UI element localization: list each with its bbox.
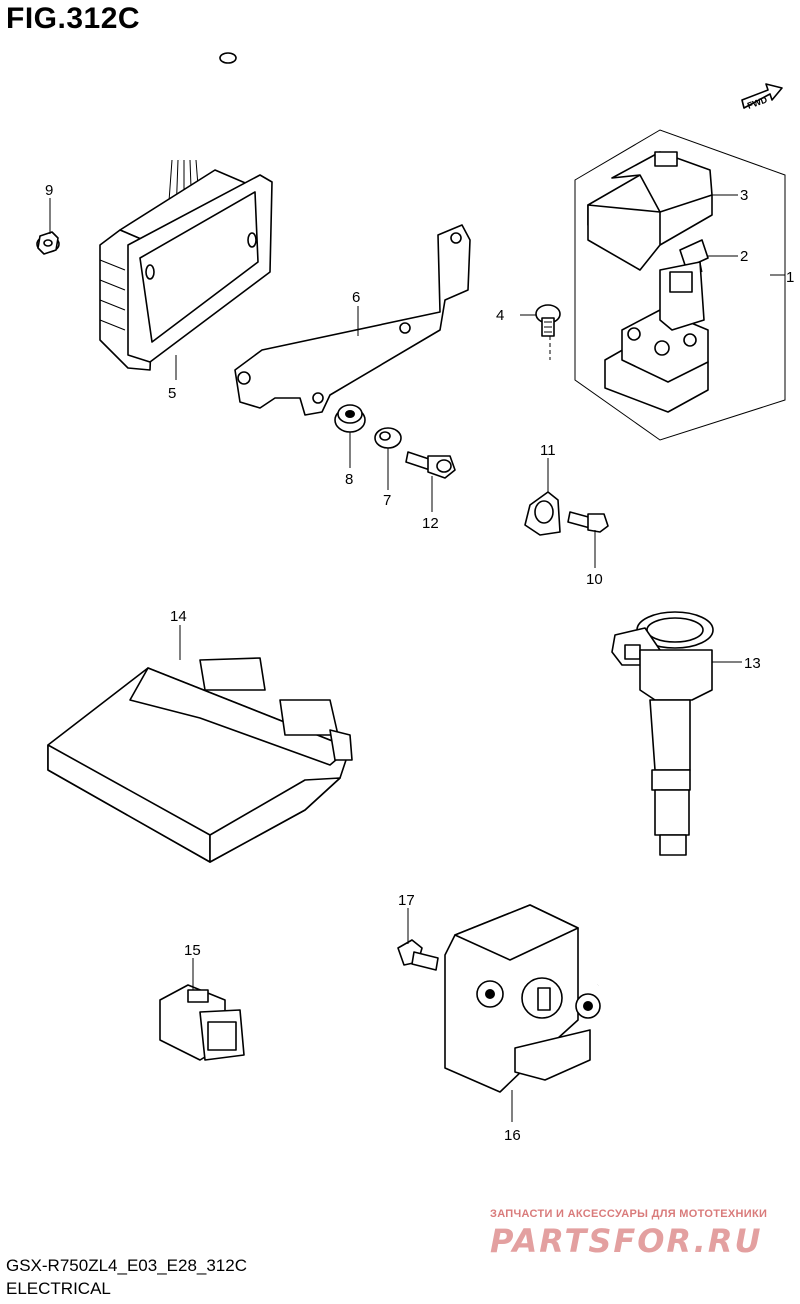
callout-1: 1 [786, 269, 794, 286]
starter-relay-body [604, 261, 709, 413]
wire-clamp [524, 491, 561, 536]
callout-14: 14 [170, 608, 187, 625]
watermark-subtitle: ЗАПЧАСТИ И АКСЕССУАРЫ ДЛЯ МОТОТЕХНИКИ [490, 1208, 768, 1220]
figure-title: FIG.312C [6, 2, 141, 35]
ecm-unit [47, 657, 353, 863]
regulator-rectifier [99, 52, 273, 371]
ignition-coil [611, 611, 714, 856]
model-code: GSX-R750ZL4_E03_E28_312C [6, 1256, 247, 1275]
callout-11: 11 [540, 442, 556, 459]
callout-16: 16 [504, 1127, 521, 1144]
callout-6: 6 [352, 289, 360, 306]
callout-9: 9 [45, 182, 53, 199]
mounting-bolt [397, 939, 439, 971]
bolt-small [567, 511, 609, 533]
callout-15: 15 [184, 942, 201, 959]
callout-12: 12 [422, 515, 439, 532]
watermark-brand: PARTSFOR.RU [490, 1222, 763, 1260]
callout-17: 17 [398, 892, 415, 909]
sensor-connector [159, 984, 245, 1061]
callout-13: 13 [744, 655, 761, 672]
callout-4: 4 [496, 307, 504, 324]
callout-7: 7 [383, 492, 391, 509]
relay-cover [587, 151, 713, 271]
throttle-position-sensor [444, 904, 629, 1093]
callout-8: 8 [345, 471, 353, 488]
fwd-arrow-icon: FWD [741, 83, 783, 111]
nut [36, 231, 60, 255]
leader-lines [49, 194, 742, 1122]
washer [374, 427, 402, 449]
callout-10: 10 [586, 571, 603, 588]
callout-2: 2 [740, 248, 748, 265]
grommet [334, 404, 366, 433]
starter-relay-assembly-outline [574, 129, 786, 441]
callout-3: 3 [740, 187, 748, 204]
bolt [405, 451, 456, 479]
bracket [234, 224, 471, 416]
screw [535, 304, 561, 360]
section-name: ELECTRICAL [6, 1279, 111, 1298]
callout-5: 5 [168, 385, 176, 402]
